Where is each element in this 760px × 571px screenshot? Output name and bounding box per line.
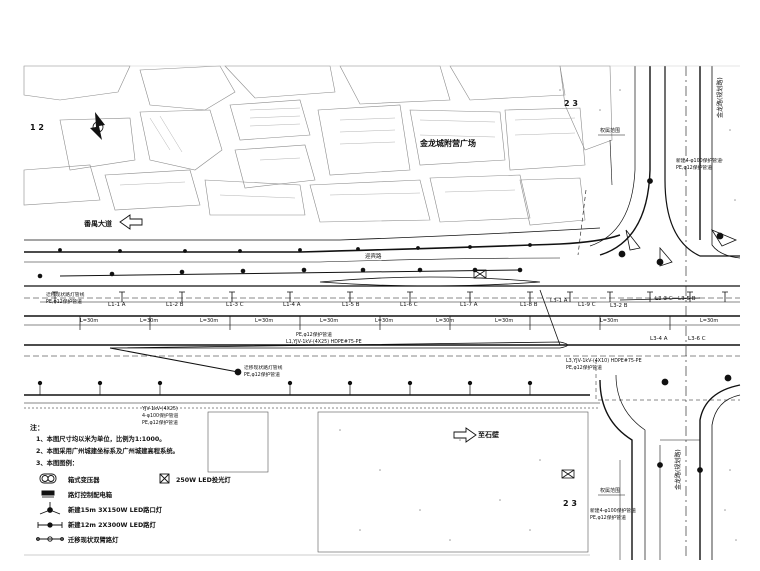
- text-labels: 1 2 2 3 2 3 金龙城附营广场 番禺大道 至石壁 迎宾路 权属范围 权属…: [30, 77, 724, 521]
- notes-line: 1、本图尺寸均以米为单位，比例为1:1000。: [36, 434, 166, 443]
- cable-note: PE,φ12保护管道: [676, 164, 712, 171]
- north-arrow-icon: [90, 112, 105, 140]
- notes-heading: 注：: [30, 423, 44, 432]
- spacing-label: L=30m: [140, 318, 158, 324]
- lots: [24, 411, 590, 556]
- notes-line: 2、本图采用广州城建坐标系及广州城建高程系统。: [36, 446, 179, 455]
- intersection-roads: [24, 65, 741, 560]
- cable-note: PE,φ12保护管道: [244, 371, 280, 378]
- lamp-12m-icon: [37, 522, 63, 528]
- lamp-id: L1-5 B: [342, 302, 360, 308]
- floodlight-icon: [159, 473, 170, 484]
- spacing-label: L=30m: [436, 318, 454, 324]
- lamp-id: L1-8 B: [520, 302, 538, 308]
- notes-block: 注： 1、本图尺寸均以米为单位，比例为1:1000。 2、本图采用广州城建坐标系…: [30, 423, 179, 467]
- survey-dots: [339, 89, 737, 541]
- spacing-label: L=30m: [375, 318, 393, 324]
- spacing-label: L=30m: [600, 318, 618, 324]
- legend-label: 250W LED投光灯: [176, 475, 231, 484]
- boundary-top-label: 权属范围: [600, 127, 620, 134]
- transformer-icon: [39, 473, 57, 484]
- lamp-id: L1-3 C: [226, 302, 244, 308]
- lamp-poles-bottom: [37, 368, 533, 395]
- lamp-15m-icon: [39, 502, 61, 515]
- plaza-label: 金龙城附营广场: [419, 138, 476, 148]
- lamp-id: L3-4 A: [650, 336, 668, 342]
- lamp-poles-median: [52, 291, 728, 330]
- lamp-id: L1-7 A: [460, 302, 478, 308]
- grid-ref-top: 2 3: [564, 99, 578, 108]
- road-right-bottom-label: 金龙路(规划路): [674, 449, 682, 490]
- road-name-mid: 迎宾路: [365, 252, 382, 260]
- cable-note: 4-φ100保护管道: [142, 412, 178, 419]
- boundary-bottom-label: 权属范围: [600, 487, 620, 494]
- to-panyu-label: 番禺大道: [83, 219, 112, 228]
- legend-label: 新建15m 3X150W LED路口灯: [68, 505, 163, 514]
- legend-label: 新建12m 2X300W LED路灯: [68, 520, 156, 529]
- cable-note: PE,φ12保护管道: [590, 514, 626, 521]
- lamp-id: L1-1 A: [108, 302, 126, 308]
- cable-note: YJV-1kV-(4X25): [141, 406, 178, 412]
- cable-note: 迁移现状路灯管线: [46, 291, 85, 298]
- grid-ref-bottom: 2 3: [563, 499, 577, 508]
- legend-label: 路灯控制配电箱: [68, 490, 113, 499]
- cable-note: 新建4-φ100保护管道: [676, 157, 722, 164]
- median-island: [319, 276, 541, 287]
- lamp-poles-top: [37, 243, 532, 279]
- lamp-id: L1-4 A: [283, 302, 301, 308]
- direction-arrows: [119, 214, 477, 443]
- legend: 箱式变压器 250W LED投光灯 路灯控制配电箱 新建15m 3X150W L…: [36, 473, 231, 544]
- spacing-label: L=30m: [80, 318, 98, 324]
- cable-routes: [40, 269, 740, 373]
- cable-note: PE,φ12保护管道: [296, 331, 332, 338]
- cable-note: PE,φ12保护管道: [566, 364, 602, 371]
- spacing-label: L=30m: [320, 318, 338, 324]
- cable-note: PE,φ12保护管道: [46, 298, 82, 305]
- lamp-id: L3-5 B: [678, 296, 696, 302]
- arrow-right-icon: [453, 427, 477, 443]
- ownership-boundary: [598, 134, 625, 496]
- lamp-id: L3-1 A: [550, 298, 568, 304]
- spacing-label: L=30m: [255, 318, 273, 324]
- cable-note: 新建4-φ100保护管道: [590, 507, 636, 514]
- cable-note: L3,YJV-1kV-(4X10) HDPE#75-PE: [566, 358, 642, 364]
- lamp-id: L1-2 B: [166, 302, 184, 308]
- existing-lamp-icon: [36, 536, 64, 542]
- road-lines: [24, 227, 740, 409]
- lamp-id: L3-2 B: [610, 303, 628, 309]
- grid-ref-1-2: 1 2: [30, 123, 44, 132]
- spacing-label: L=30m: [200, 318, 218, 324]
- road-right-top-label: 金龙路(规划路): [716, 77, 724, 118]
- arrow-left-icon: [119, 214, 143, 230]
- control-box-icon: [41, 490, 55, 498]
- legend-label: 迁移现状双臂路灯: [68, 535, 119, 544]
- to-shipo-label: 至石壁: [478, 430, 499, 439]
- cable-note: L1,YJV-1kV-(4X25) HDPE#75-PE: [286, 339, 362, 345]
- lamp-id: L1-9 C: [578, 302, 596, 308]
- spacing-label: L=30m: [700, 318, 718, 324]
- notes-line: 3、本图图例：: [36, 458, 78, 467]
- legend-label: 箱式变压器: [68, 475, 100, 484]
- building-texture: [119, 107, 576, 199]
- lamp-id: L1-6 C: [400, 302, 418, 308]
- lamp-id: L3-6 C: [688, 336, 706, 342]
- lamp-id: L3-3 C: [655, 296, 673, 302]
- intersection-lamps: [618, 178, 738, 473]
- transformer-box: [473, 269, 575, 479]
- cable-note: 迁移现状路灯管线: [244, 364, 283, 371]
- cable-note: PE,φ12保护管道: [142, 419, 178, 426]
- spacing-label: L=30m: [495, 318, 513, 324]
